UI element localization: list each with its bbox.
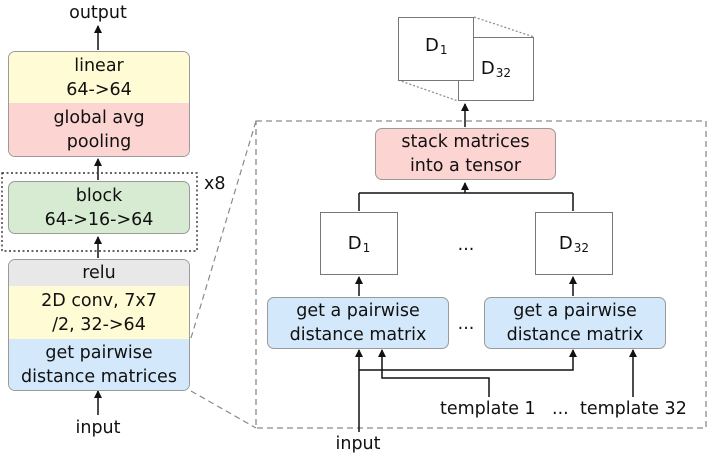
tensor-edge-top xyxy=(473,16,535,38)
zoom-line-bottom xyxy=(190,390,257,429)
pooling-line-2: pooling xyxy=(66,132,132,152)
input-label-right: input xyxy=(335,434,381,454)
tensor-d1-label: D1 xyxy=(425,35,448,57)
conv-line-2: /2, 32->64 xyxy=(52,314,146,335)
pairwise-right-line-1: get a pairwise xyxy=(513,301,637,321)
pairwise-left-box: get a pairwise distance matrix xyxy=(267,297,449,349)
stack-line-2: into a tensor xyxy=(409,156,522,176)
template1-to-left-pairwise xyxy=(378,349,490,397)
tensor-edge-bottom xyxy=(397,79,459,102)
conv-layer: 2D conv, 7x7 /2, 32->64 xyxy=(9,286,189,340)
pairwise-matrices-layer: get pairwise distance matrices xyxy=(9,339,189,390)
stack-matrices-box: stack matrices into a tensor xyxy=(375,128,556,180)
pairwise-ellipsis: ... xyxy=(457,314,475,334)
pooling-line-1: global avg xyxy=(53,108,145,128)
relu-text: relu xyxy=(82,263,116,283)
template-ellipsis: ... xyxy=(552,399,569,419)
linear-layer: linear 64->64 xyxy=(9,52,189,104)
stem-stack: relu 2D conv, 7x7 /2, 32->64 get pairwis… xyxy=(8,259,190,391)
zoom-dashed-box xyxy=(255,120,707,429)
matrix-d1-box: D1 xyxy=(320,212,398,275)
linear-line-2: 64->64 xyxy=(66,79,132,100)
relu-layer: relu xyxy=(9,260,189,287)
repeat-dotted-box xyxy=(1,172,198,252)
block-layer: block 64->16->64 xyxy=(8,181,190,234)
template-1-label: template 1 xyxy=(440,399,536,419)
input-to-right-pairwise xyxy=(359,349,577,371)
template-32-label: template 32 xyxy=(580,399,687,419)
pairwise-left-line-2: distance matrix xyxy=(289,325,427,345)
pairwise-line-1: get pairwise xyxy=(45,343,153,363)
tensor-front-matrix: D1 xyxy=(398,17,474,81)
pairwise-right-line-2: distance matrix xyxy=(506,325,644,345)
matrix-ellipsis: ... xyxy=(457,235,475,255)
pooling-layer: global avg pooling xyxy=(9,103,189,156)
head-stack: linear 64->64 global avg pooling xyxy=(8,51,190,157)
pairwise-right-box: get a pairwise distance matrix xyxy=(484,297,666,349)
block-line-2: 64->16->64 xyxy=(44,209,154,230)
conv-line-1: 2D conv, 7x7 xyxy=(41,290,157,311)
repeat-label: x8 xyxy=(204,174,226,194)
pairwise-left-line-1: get a pairwise xyxy=(296,301,420,321)
matrix-d32-label: D32 xyxy=(558,232,590,255)
zoom-line-top xyxy=(190,120,257,339)
block-line-1: block xyxy=(75,185,123,206)
input-label-left: input xyxy=(75,418,121,438)
linear-line-1: linear xyxy=(74,55,124,76)
stack-line-1: stack matrices xyxy=(401,132,530,152)
pairwise-line-2: distance matrices xyxy=(21,367,177,387)
output-label: output xyxy=(69,3,127,23)
matrix-d1-label: D1 xyxy=(347,232,371,255)
tensor-d32-label: D32 xyxy=(480,58,512,80)
matrix-d32-box: D32 xyxy=(535,212,613,275)
